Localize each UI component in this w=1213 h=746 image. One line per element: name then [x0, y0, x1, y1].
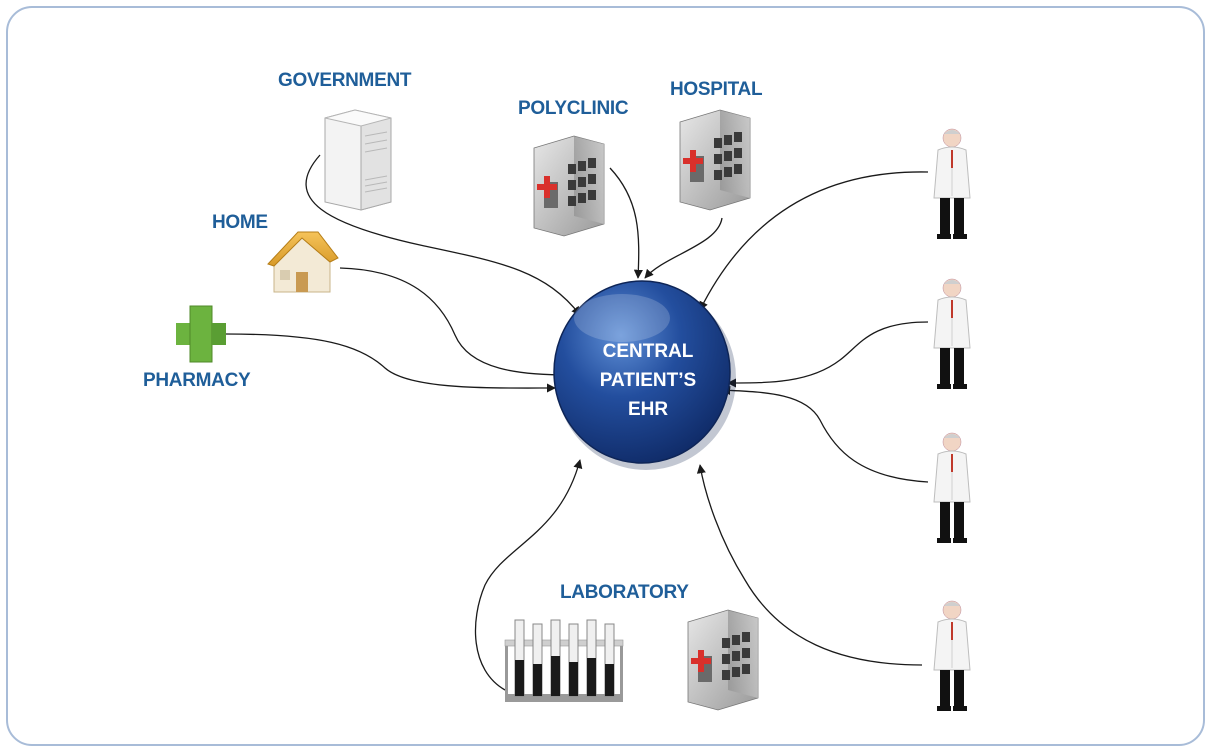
home-node: HOME — [212, 212, 339, 293]
connector-doctor-3 — [721, 385, 929, 483]
server-icon — [324, 109, 392, 211]
connector-doctor-4 — [696, 464, 923, 666]
polyclinic-node: POLYCLINIC — [518, 98, 629, 237]
connector-home — [339, 267, 571, 380]
central-ehr-hub: CENTRAL PATIENT’S EHR — [553, 280, 736, 470]
hospital-node: HOSPITAL — [670, 79, 763, 211]
government-label: GOVERNMENT — [278, 70, 412, 91]
connector-laboratory — [474, 459, 583, 691]
house-icon — [267, 231, 339, 293]
laboratory-label: LABORATORY — [560, 582, 689, 603]
connector-pharmacy — [225, 333, 556, 393]
clinic-building-icon — [687, 609, 759, 711]
doctor-icon — [933, 278, 971, 390]
connector-lines — [225, 154, 929, 691]
connector-government — [305, 154, 581, 316]
laboratory-node: LABORATORY — [504, 582, 759, 711]
pharmacy-node: PHARMACY — [143, 305, 251, 391]
doctor-icon — [933, 600, 971, 712]
connector-hospital — [644, 217, 723, 279]
doctors-group — [933, 128, 971, 712]
doctor-icon — [933, 432, 971, 544]
hospital-label: HOSPITAL — [670, 79, 763, 100]
home-label: HOME — [212, 212, 268, 233]
hub-label-line2: PATIENT’S — [600, 370, 696, 391]
pharmacy-label: PHARMACY — [143, 370, 251, 391]
green-cross-icon — [176, 305, 226, 363]
hub-label-line1: CENTRAL — [603, 341, 694, 362]
connector-doctor-2 — [727, 321, 929, 388]
government-node: GOVERNMENT — [278, 70, 412, 211]
clinic-building-icon — [533, 135, 605, 237]
polyclinic-label: POLYCLINIC — [518, 98, 629, 119]
doctor-icon — [933, 128, 971, 240]
test-tube-rack-icon — [504, 619, 624, 702]
hub-label-line3: EHR — [628, 399, 668, 420]
hospital-building-icon — [679, 109, 751, 211]
connector-doctor-1 — [699, 171, 929, 311]
connector-polyclinic — [609, 167, 643, 279]
